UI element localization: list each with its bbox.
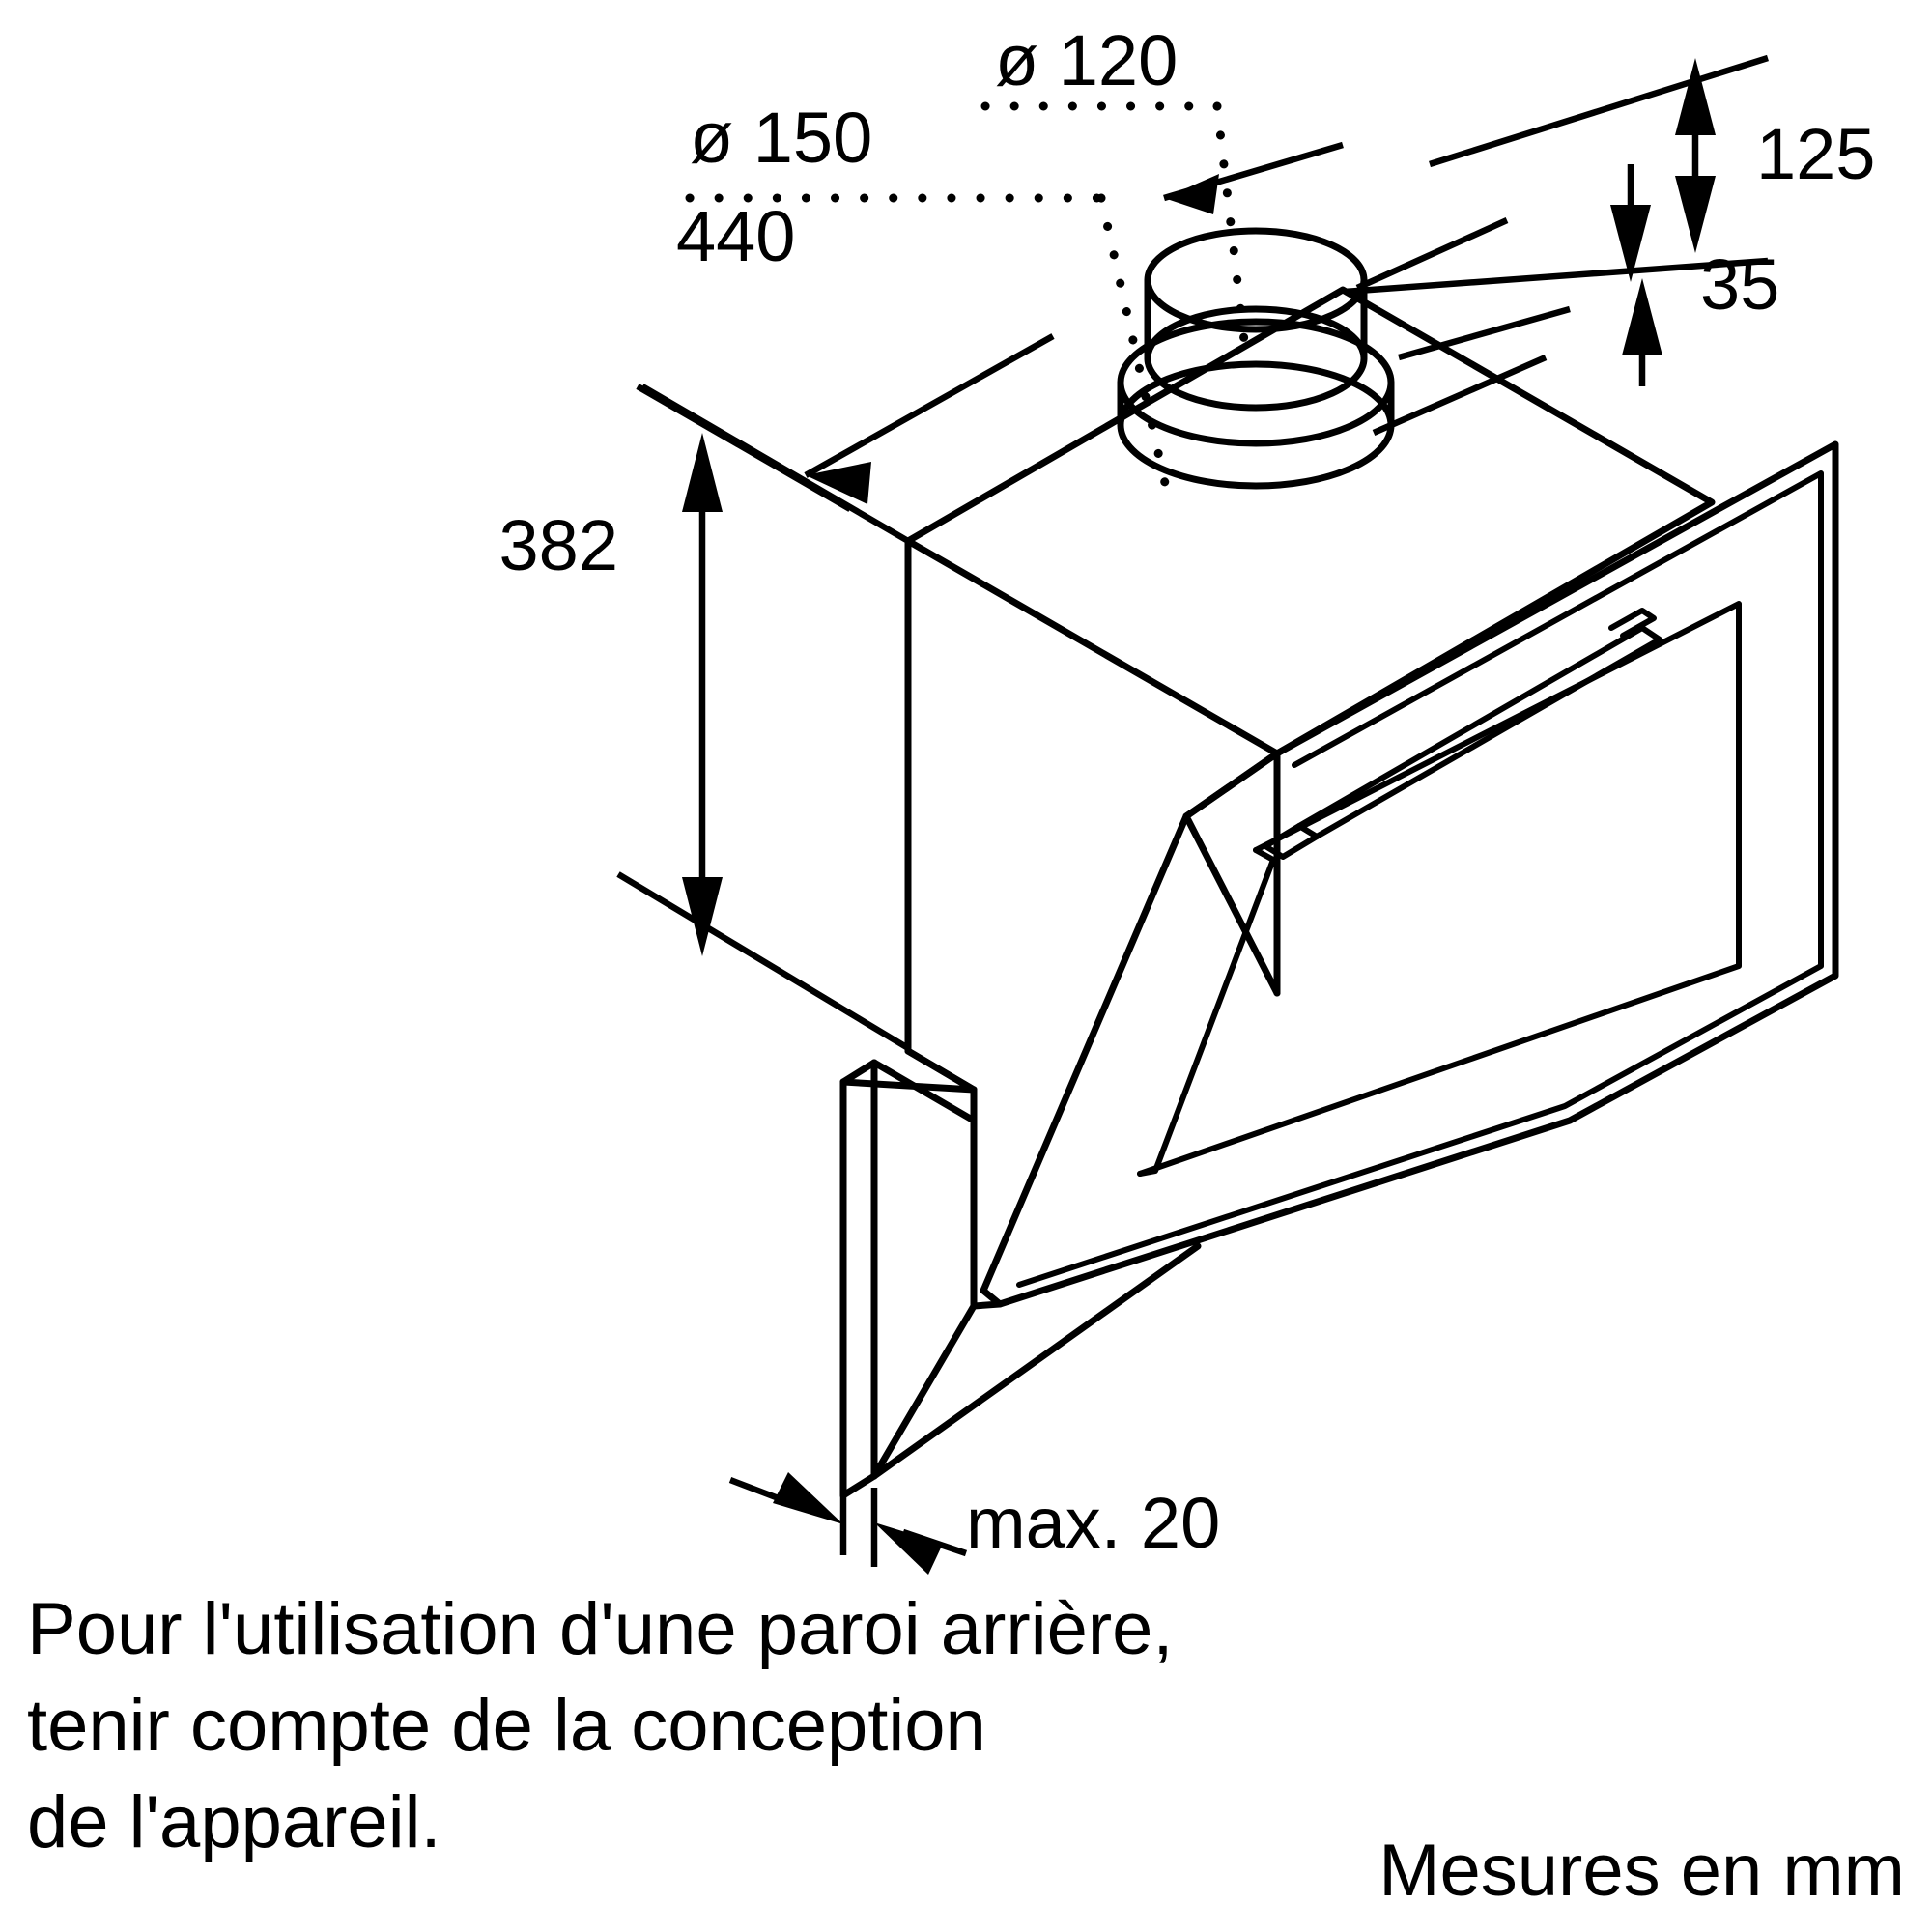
handle-slot (1263, 625, 1662, 860)
note-line-2: tenir compte de la conception (27, 1685, 986, 1767)
duct-outlet-collar (1117, 227, 1395, 490)
dim-max-20: max. 20 (728, 1472, 1220, 1575)
dim-diam150-label: ø 150 (690, 98, 872, 178)
diam150-arrow (1163, 141, 1344, 214)
note-line-1: Pour l'utilisation d'une paroi arrière, (27, 1588, 1174, 1670)
hood-side-chamfer (904, 750, 1281, 1094)
hood-body (904, 286, 1716, 1310)
dim-125-inner-arrow (1610, 164, 1651, 282)
dim-35-label: 35 (1700, 244, 1779, 325)
dim-440-label: 440 (676, 196, 795, 276)
dim-125: 125 (1344, 54, 1875, 296)
dim-max20-label: max. 20 (966, 1483, 1220, 1563)
inclined-glass-front-panel (980, 440, 1839, 1308)
duct-diameter-leaders (685, 101, 1251, 488)
dim-35: 35 (1622, 244, 1779, 386)
collar-leaders (1355, 217, 1571, 436)
dim-125-label: 125 (1756, 114, 1875, 194)
dim-382-label: 382 (499, 505, 618, 585)
footer-units-label: Mesures en mm (1378, 1830, 1905, 1912)
note-line-3: de l'appareil. (27, 1781, 441, 1863)
dim-diam120-label: ø 120 (995, 20, 1178, 100)
rear-wall-plate (839, 1059, 1202, 1499)
dim-382: 382 (499, 384, 910, 1051)
